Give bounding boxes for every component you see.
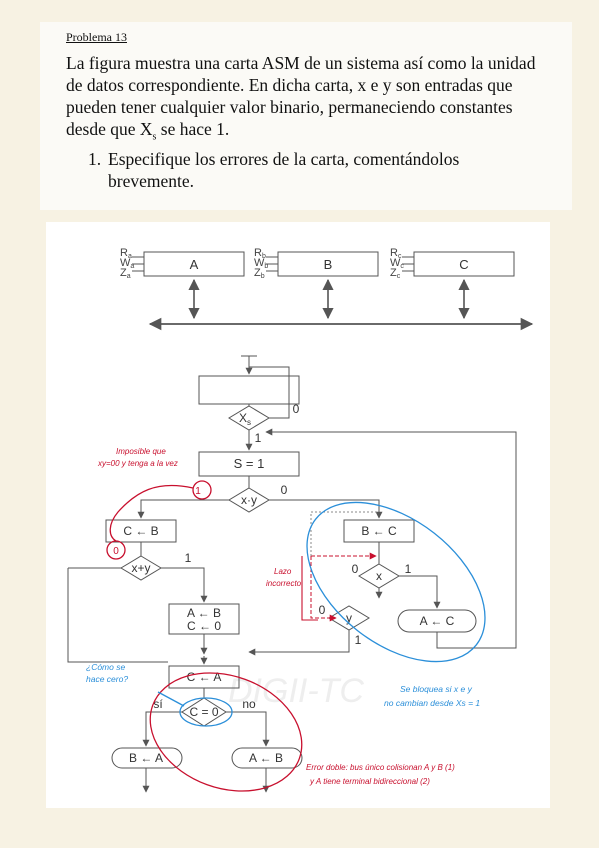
y-zero-label: 0 xyxy=(319,603,326,617)
circled-one-mark xyxy=(192,480,212,500)
asm-diagram: DIGII-TC A B C Ra Wa Za Rb Wb Zb Rc Wc Z… xyxy=(67,247,534,793)
decision-xplusy xyxy=(120,555,162,581)
problem-title: Problema 13 xyxy=(66,30,127,44)
circled-zero-text: 0 xyxy=(113,546,119,557)
error-line-2: y A tiene terminal bidireccional (2) xyxy=(309,777,430,786)
problem-statement-part-2: se hace 1. xyxy=(156,119,230,139)
register-c-label: C xyxy=(459,257,468,272)
lazo-line-1: Lazo xyxy=(274,567,292,576)
signal-zb: Zb xyxy=(254,267,265,280)
lazo-line-2: incorrecto xyxy=(266,579,302,588)
blue-ellipse-loop xyxy=(306,501,486,663)
decision-xy xyxy=(228,487,270,513)
red-ellipse-c0 xyxy=(149,672,303,792)
gray-dashed-path xyxy=(310,511,379,556)
xs-one-label: 1 xyxy=(255,431,262,445)
signal-rc: Rc xyxy=(390,247,402,260)
op-ab-oval xyxy=(231,747,303,769)
decision-c0-label: C = 0 xyxy=(189,705,218,719)
item-number: 1. xyxy=(88,149,102,169)
signal-wc: Wc xyxy=(390,257,404,270)
decision-xy-label: x·y xyxy=(241,493,257,507)
signal-rb: Rb xyxy=(254,247,266,260)
register-signals: Ra Wa Za Rb Wb Zb Rc Wc Zc xyxy=(120,247,404,280)
signal-wb: Wb xyxy=(254,257,268,270)
op-ab2-label: A ← B xyxy=(249,751,283,765)
problem-statement: La figura muestra una carta ASM de un si… xyxy=(66,52,556,149)
op-ab-label: A ← B xyxy=(187,606,221,620)
bloquea-line-2: no cambian desde Xs = 1 xyxy=(384,698,480,708)
x-one-label: 1 xyxy=(405,562,412,576)
x-zero-label: 0 xyxy=(352,562,359,576)
initial-state-box xyxy=(198,375,300,405)
item-text: Especifique los errores de la carta, com… xyxy=(108,149,460,191)
error-line-1: Error doble: bus único colisionan A y B … xyxy=(306,763,455,772)
circled-one-text: 1 xyxy=(195,486,201,497)
c0-yes-label: sí xyxy=(153,697,163,711)
xs-zero-label: 0 xyxy=(293,402,300,416)
watermark: DIGII-TC xyxy=(228,672,364,710)
datapath xyxy=(132,251,534,331)
signal-ra: Ra xyxy=(120,247,132,260)
op-ca-label: C ← A xyxy=(187,670,222,684)
op-bc-label: B ← C xyxy=(361,524,397,538)
xy-zero-label: 0 xyxy=(281,483,288,497)
datapath-labels: A B C xyxy=(190,257,469,272)
op-cb-label: C ← B xyxy=(123,524,158,538)
bloquea-line-1: Se bloquea si x e y xyxy=(400,684,473,694)
c0-no-label: no xyxy=(242,697,256,711)
como-line-2: hace cero? xyxy=(86,674,128,684)
decision-y xyxy=(328,605,370,631)
decision-y-label: y xyxy=(346,611,352,625)
signal-za: Za xyxy=(120,267,131,280)
register-b-label: B xyxy=(324,257,333,272)
red-handwritten-text: Imposible que xy=00 y tenga a la vez 1 0… xyxy=(97,447,455,786)
red-dashed-loop xyxy=(310,552,377,622)
red-annotation-marks xyxy=(106,480,318,792)
imposible-line-1: Imposible que xyxy=(116,447,166,456)
op-c0-label: C ← 0 xyxy=(187,619,221,633)
asm-chart xyxy=(67,355,517,793)
asm-figure: DIGII-TC A B C Ra Wa Za Rb Wb Zb Rc Wc Z… xyxy=(46,222,550,808)
problem-card: Problema 13 La figura muestra una carta … xyxy=(40,22,572,210)
blue-handwritten-text: ¿Cómo se hace cero? Se bloquea si x e y … xyxy=(86,662,480,708)
op-ba-label: B ← A xyxy=(129,751,163,765)
state-s-label: S = 1 xyxy=(234,456,265,471)
op-ba-oval xyxy=(111,747,183,769)
asm-labels: Xs 0 1 S = 1 x·y 0 C ← B x+y 1 A ← B C ←… xyxy=(123,402,454,765)
blue-annotation-marks xyxy=(157,501,486,727)
blue-circle-c0 xyxy=(179,697,233,727)
problem-statement-subscript: s xyxy=(152,131,157,143)
xplusy-one-label: 1 xyxy=(185,551,192,565)
imposible-line-2: xy=00 y tenga a la vez xyxy=(97,459,178,468)
decision-xs-label: Xs xyxy=(239,411,251,427)
decision-x-label: x xyxy=(376,569,382,583)
signal-wa: Wa xyxy=(120,257,134,270)
register-a-label: A xyxy=(190,257,199,272)
como-line-1: ¿Cómo se xyxy=(86,662,125,672)
decision-xplusy-label: x+y xyxy=(131,561,150,575)
signal-zc: Zc xyxy=(390,267,401,280)
y-one-label: 1 xyxy=(355,633,362,647)
op-ac-label: A ← C xyxy=(420,614,455,628)
problem-statement-part-1: La figura muestra una carta ASM de un si… xyxy=(66,53,536,139)
